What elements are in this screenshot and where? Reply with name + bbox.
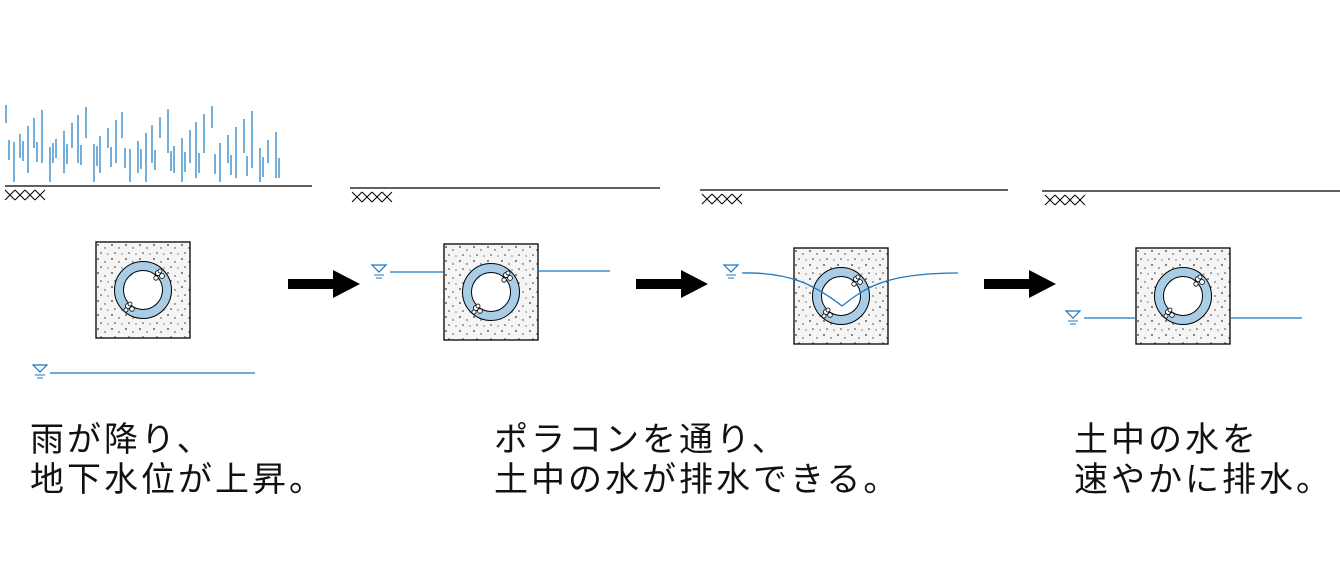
caption-line: 土中の水を: [1074, 420, 1259, 460]
caption-line: ポラコンを通り、: [494, 420, 789, 460]
caption-line: 土中の水が排水できる。: [494, 460, 901, 500]
porous-concrete-pipe-icon: [794, 248, 888, 344]
arrow-right-icon: [984, 270, 1056, 298]
arrow-right-icon: [288, 270, 360, 298]
water-level-triangle-icon: [32, 364, 48, 379]
ground-hatch-icon: [701, 193, 743, 205]
caption-draining: ポラコンを通り、 土中の水が排水できる。: [494, 420, 900, 500]
ground-hatch-icon: [4, 189, 46, 201]
panel-rain: [4, 105, 312, 379]
rain-icon: [5, 105, 280, 182]
caption-line: 雨が降り、: [30, 420, 214, 460]
caption-drained: 土中の水を 速やかに排水。: [1074, 420, 1333, 500]
panel-draining: [700, 189, 1008, 344]
porous-concrete-pipe-icon: [96, 242, 190, 338]
panel-rising: [350, 187, 660, 340]
water-level-triangle-icon: [371, 264, 387, 279]
porous-concrete-pipe-icon: [444, 244, 538, 340]
ground-hatch-icon: [351, 191, 393, 203]
caption-line: 速やかに排水。: [1074, 460, 1333, 500]
caption-line: 地下水位が上昇。: [30, 460, 326, 500]
panel-drained: [1042, 190, 1340, 344]
porous-concrete-pipe-icon: [1136, 248, 1230, 344]
water-level-curve: [741, 272, 959, 307]
ground-hatch-icon: [1044, 194, 1086, 206]
arrow-right-icon: [636, 270, 708, 298]
water-level-triangle-icon: [1065, 310, 1081, 325]
water-level-triangle-icon: [723, 264, 739, 279]
caption-rain: 雨が降り、 地下水位が上昇。: [30, 420, 326, 500]
